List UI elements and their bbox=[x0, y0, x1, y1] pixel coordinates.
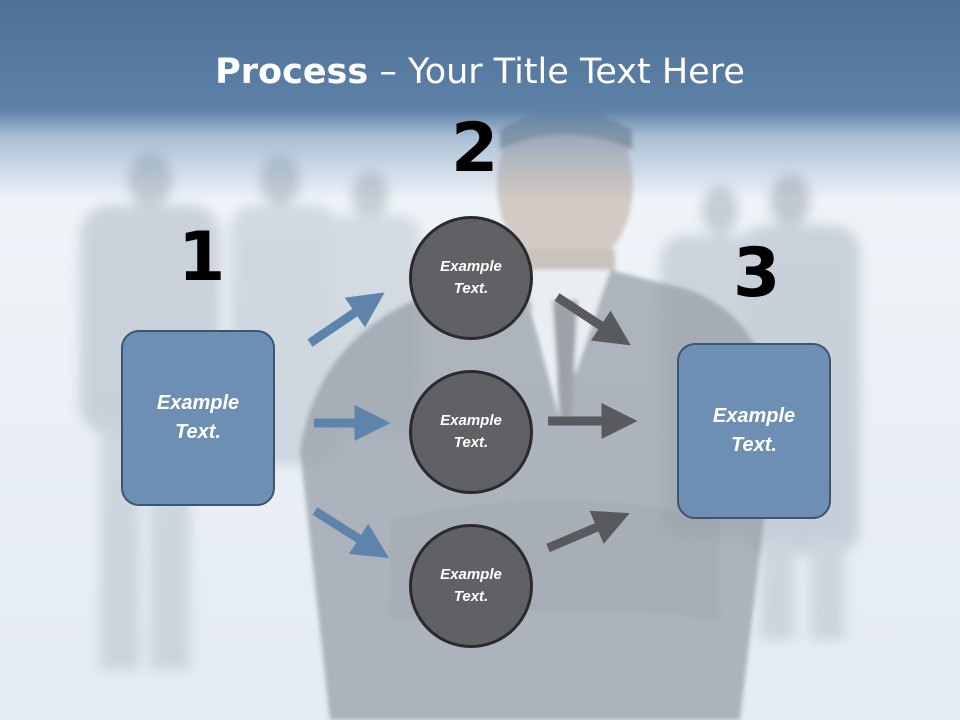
arrow-to-circle-1 bbox=[307, 292, 385, 347]
left-box-text: Example Text. bbox=[156, 392, 240, 443]
right-box-text: Example Text. bbox=[712, 405, 796, 456]
step-number-3: 3 bbox=[733, 234, 781, 313]
circle-3[interactable]: Example Text. bbox=[409, 524, 533, 648]
circle-1-text: Example Text. bbox=[440, 257, 502, 298]
title-rest: – Your Title Text Here bbox=[368, 52, 745, 92]
step-number-2: 2 bbox=[451, 109, 499, 188]
circle-1[interactable]: Example Text. bbox=[409, 216, 533, 340]
right-box[interactable]: Example Text. bbox=[677, 343, 831, 519]
circle-2-text: Example Text. bbox=[440, 411, 502, 452]
circle-3-text: Example Text. bbox=[440, 565, 502, 606]
step-number-1: 1 bbox=[178, 218, 226, 297]
arrow-to-circle-3 bbox=[312, 507, 389, 559]
circle-2[interactable]: Example Text. bbox=[409, 370, 533, 494]
slide-title: Process – Your Title Text Here bbox=[0, 52, 960, 92]
arrow-from-circle-3 bbox=[546, 510, 630, 553]
title-bold: Process bbox=[215, 52, 369, 92]
header-band bbox=[0, 0, 960, 200]
left-box[interactable]: Example Text. bbox=[121, 330, 275, 506]
arrow-from-circle-1 bbox=[554, 293, 631, 346]
